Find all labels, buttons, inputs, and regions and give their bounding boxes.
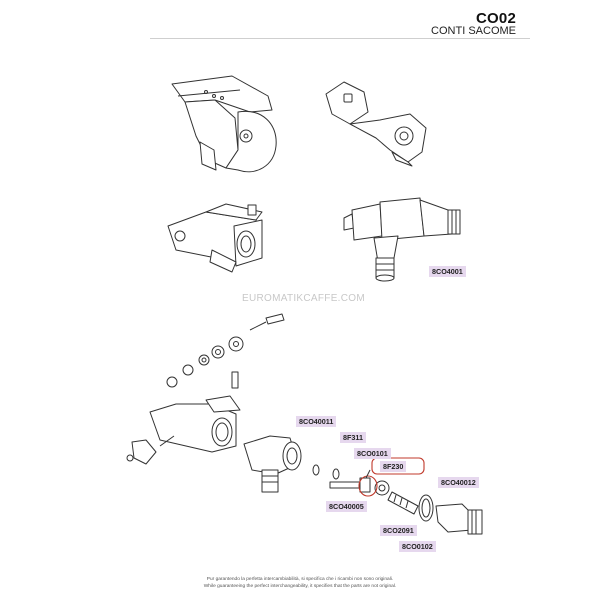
highlight-box [371, 457, 425, 475]
brand-name: CONTI SACOME [431, 25, 516, 37]
part-label-8co40012: 8CO40012 [438, 477, 479, 488]
tee-fitting [343, 197, 461, 282]
footer-disclaimer-en: While guaranteeing the perfect interchan… [203, 584, 397, 589]
part-label-8co40011: 8CO40011 [296, 416, 337, 427]
exploded-bottom [126, 313, 483, 535]
part-label-8f230: 8F230 [380, 461, 407, 472]
part-label-8co40005: 8CO40005 [326, 501, 367, 512]
part-label-8co0101: 8CO0101 [354, 448, 391, 459]
highlight-circle [358, 475, 378, 497]
part-label-8f311: 8F311 [340, 432, 366, 443]
watermark: EUROMATIKCAFFE.COM [242, 293, 365, 304]
model-code: CO02 [476, 10, 516, 27]
footer-disclaimer-it: Pur garantendo la perfetta intercambiabi… [206, 577, 394, 582]
lever-cam-assembly [171, 75, 277, 173]
part-label-8co2091: 8CO2091 [380, 525, 417, 536]
header-rule [150, 38, 530, 39]
part-label-8co0102: 8CO0102 [399, 541, 436, 552]
bracket-block [167, 203, 263, 273]
part-label-8co4001: 8CO4001 [429, 266, 466, 277]
lever-assembly-right [325, 81, 427, 167]
